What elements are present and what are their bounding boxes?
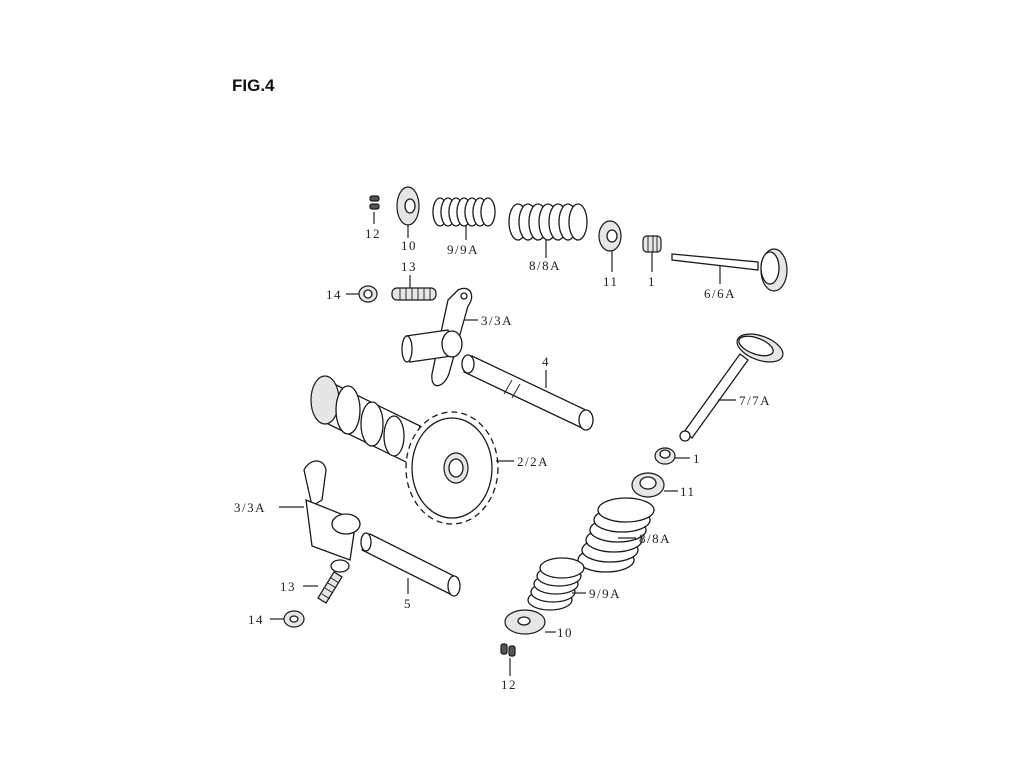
valve-collet-top <box>369 195 380 210</box>
callout-2-camshaft: 2/2A <box>517 454 549 469</box>
spring-seat-exhaust <box>631 472 665 498</box>
valve-stem-seal-top <box>642 235 662 253</box>
rocker-arm-bottom <box>303 460 361 573</box>
callout-12-top: 12 <box>365 226 381 241</box>
callout-3-top: 3/3A <box>481 313 513 328</box>
callout-10-top: 10 <box>401 238 417 253</box>
intake-valve <box>671 248 788 292</box>
inner-spring-top <box>432 197 496 227</box>
callout-1-top: 1 <box>648 274 656 289</box>
rocker-shaft-intake <box>461 354 594 431</box>
callout-9-top: 9/9A <box>447 242 479 257</box>
valve-stem-seal-exhaust <box>654 447 676 465</box>
callout-13-top: 13 <box>401 259 417 274</box>
outer-spring-top <box>508 203 588 241</box>
figure-title: FIG.4 <box>232 76 275 95</box>
callout-14-top: 14 <box>326 287 342 302</box>
rocker-shaft-exhaust <box>360 532 461 597</box>
callout-8-top: 8/8A <box>529 258 561 273</box>
adjuster-screw-bottom <box>317 571 343 604</box>
callout-10-bottom: 10 <box>557 625 573 640</box>
leader-lines <box>270 212 736 676</box>
adjuster-nut-bottom <box>283 610 305 628</box>
outer-spring-bottom <box>577 497 655 573</box>
spring-retainer-top <box>396 186 420 226</box>
callout-9-bottom: 9/9A <box>589 586 621 601</box>
callout-3-bottom: 3/3A <box>234 500 266 515</box>
callout-14-bottom: 14 <box>248 612 264 627</box>
callout-1-bottom: 1 <box>693 451 701 466</box>
callout-13-bottom: 13 <box>280 579 296 594</box>
callout-12-bottom: 12 <box>501 677 517 692</box>
callout-11-top: 11 <box>603 274 619 289</box>
adjuster-screw-top <box>391 287 437 301</box>
callout-5-shaft: 5 <box>404 596 412 611</box>
callout-7-exhaust-valve: 7/7A <box>739 393 771 408</box>
valve-collet-bottom <box>500 643 516 657</box>
camshaft-sprocket <box>310 375 499 525</box>
rocker-arm-top <box>401 287 473 387</box>
spring-retainer-bottom <box>504 609 546 635</box>
callout-11-bottom: 11 <box>680 484 696 499</box>
exhaust-valve <box>679 333 784 442</box>
adjuster-nut-top <box>358 285 378 303</box>
callout-8-bottom: 8/8A <box>639 531 671 546</box>
callout-4-shaft: 4 <box>542 354 550 369</box>
spring-seat-top <box>598 220 622 252</box>
callout-6-intake-valve: 6/6A <box>704 286 736 301</box>
inner-spring-bottom <box>527 557 585 611</box>
